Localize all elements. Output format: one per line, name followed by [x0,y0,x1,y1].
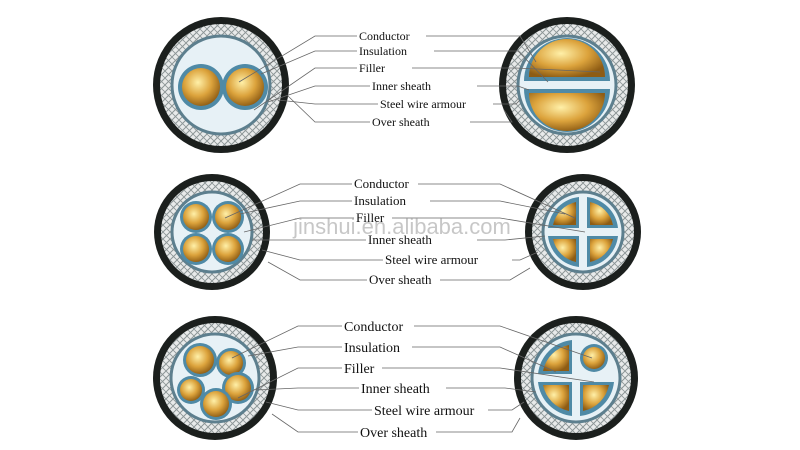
cable-right-two-core [499,17,635,153]
conductor [590,239,613,262]
conductor [203,391,229,417]
cable-right-five-core [514,316,638,440]
row-four-core: Conductor Insulation Filler Inner sheath… [154,174,641,290]
conductor [219,351,243,375]
leader-lines-four-core [224,183,586,281]
leader-lines-five-core [231,325,595,433]
cable-left-four-core [154,174,270,290]
label-filler: Filler [356,210,385,225]
label-filler: Filler [344,362,375,377]
conductor [583,347,605,369]
conductor [183,236,209,262]
inner-sheath-ring [170,190,254,274]
label-insulation: Insulation [359,44,407,58]
cable-left-two-core [153,17,289,153]
labels-four-core: Conductor Insulation Filler Inner sheath… [354,176,479,287]
conductor [543,385,569,411]
conductor [215,236,241,262]
label-over-sheath: Over sheath [372,115,430,129]
conductor [183,204,209,230]
label-conductor: Conductor [359,29,410,43]
label-inner-sheath: Inner sheath [368,232,432,247]
conductor [180,379,202,401]
label-conductor: Conductor [354,176,410,191]
conductor [553,239,576,262]
conductor [529,39,605,77]
conductor [529,93,605,131]
labels-two-core: Conductor Insulation Filler Inner sheath… [359,29,466,129]
label-conductor: Conductor [344,320,403,335]
conductor [186,346,214,374]
watermark: jinshui.en.alibaba.com [292,214,511,239]
label-over-sheath: Over sheath [369,272,432,287]
conductor [583,385,609,411]
inner-sheath-ring [530,332,622,424]
conductor [226,68,264,106]
cable-left-five-core [153,316,277,440]
label-steel-wire-armour: Steel wire armour [385,252,479,267]
leader-lines-two-core [238,35,601,123]
label-filler: Filler [359,61,385,75]
labels-five-core: Conductor Insulation Filler Inner sheath… [344,320,475,441]
conductor [182,68,220,106]
label-inner-sheath: Inner sheath [361,382,430,397]
conductor [590,202,613,225]
row-two-core: Conductor Insulation Filler Inner sheath… [153,17,635,153]
label-inner-sheath: Inner sheath [372,79,431,93]
label-insulation: Insulation [344,341,400,356]
label-over-sheath: Over sheath [360,426,427,441]
conductor [543,345,569,371]
label-steel-wire-armour: Steel wire armour [380,97,466,111]
label-insulation: Insulation [354,193,406,208]
label-steel-wire-armour: Steel wire armour [374,404,475,419]
row-five-core: Conductor Insulation Filler Inner sheath… [153,316,638,441]
